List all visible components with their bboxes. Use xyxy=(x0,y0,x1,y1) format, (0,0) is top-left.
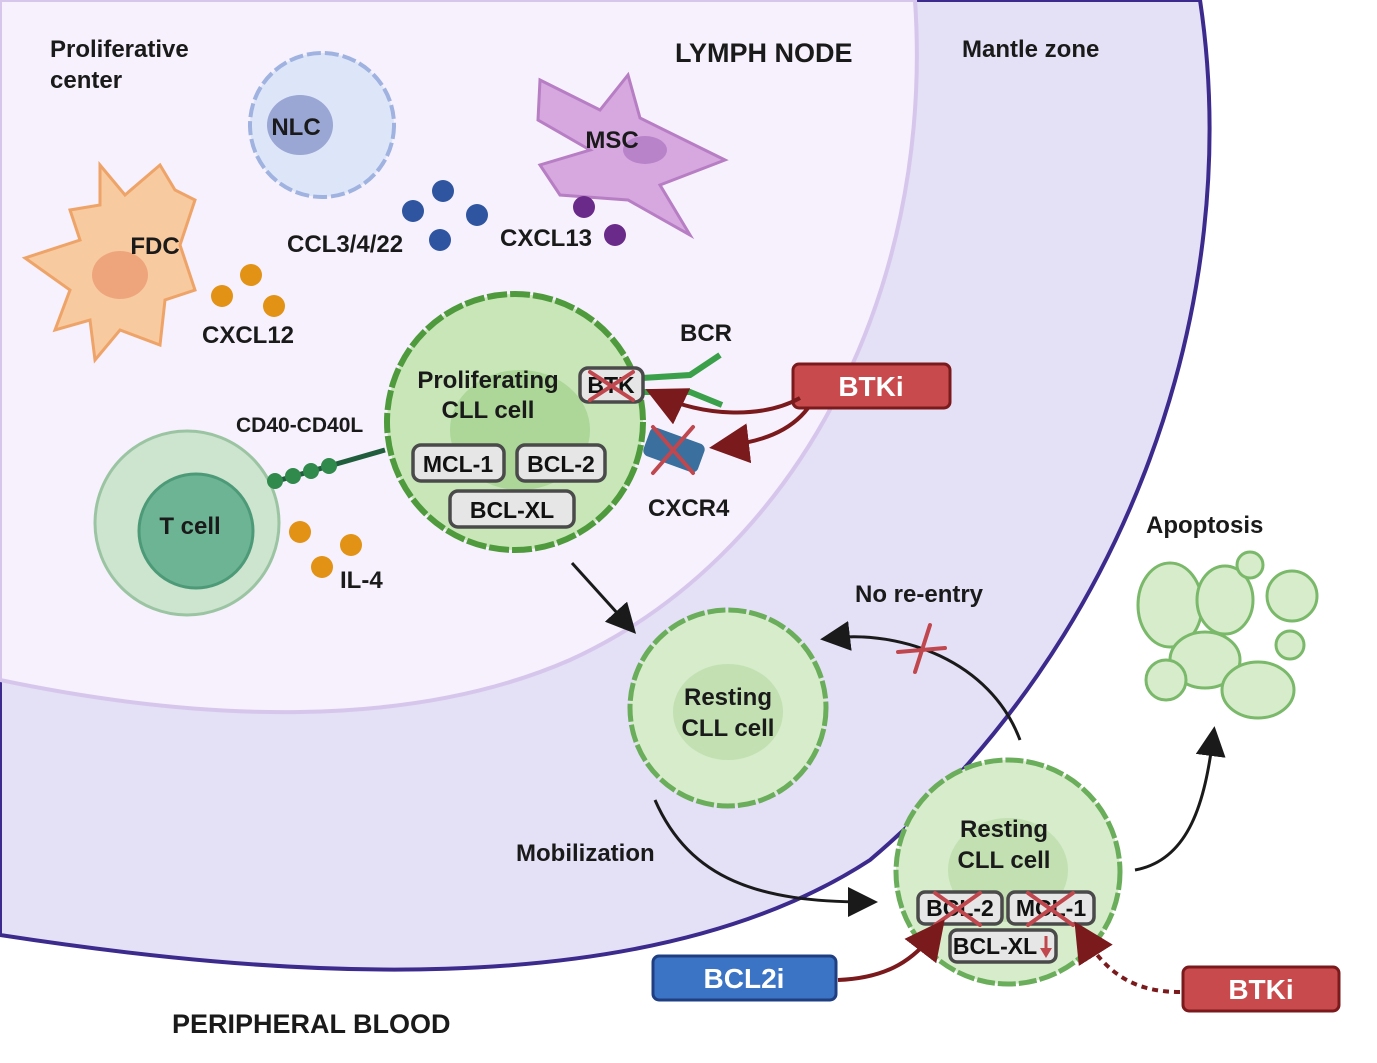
egress-arrow xyxy=(570,561,637,634)
proliferative-center-label: Proliferative xyxy=(50,36,189,63)
mcl1-pill: MCL-1 xyxy=(411,443,506,483)
svg-text:BCL-2: BCL-2 xyxy=(527,451,595,477)
svg-text:T cell: T cell xyxy=(159,513,220,540)
cxcl13-chemokines xyxy=(573,196,626,246)
msc-cell: MSC xyxy=(536,71,729,240)
cd40-label: CD40-CD40L xyxy=(236,414,363,437)
nlc-cell: NLC xyxy=(248,51,396,199)
cxcl12-chemokines xyxy=(211,264,285,317)
cxcr4-label: CXCR4 xyxy=(648,495,730,522)
svg-text:CLL cell: CLL cell xyxy=(682,715,775,742)
il4-cytokines xyxy=(289,521,362,578)
cxcr4-receptor xyxy=(643,425,705,475)
down-arrow-icon xyxy=(1040,948,1052,958)
no-reentry-arrow xyxy=(820,621,1022,741)
ccl-chemokines xyxy=(402,180,488,251)
svg-text:CLL cell: CLL cell xyxy=(442,397,535,424)
svg-text:BCL-XL: BCL-XL xyxy=(470,497,554,523)
btki-to-btk-arrow xyxy=(645,388,801,425)
mobilization-arrow xyxy=(653,799,878,917)
svg-text:CLL cell: CLL cell xyxy=(958,847,1051,874)
btki-inhibitor-top: BTKi xyxy=(791,362,952,410)
cd40-cd40l-interaction xyxy=(267,447,386,489)
fdc-cell: FDC xyxy=(21,160,197,364)
il4-label: IL-4 xyxy=(340,567,383,594)
ccl-label: CCL3/4/22 xyxy=(287,231,403,258)
svg-text:MCL-1: MCL-1 xyxy=(423,451,493,477)
mobilization-label: Mobilization xyxy=(516,840,655,867)
btki-indirect-arrow xyxy=(1074,921,1181,994)
bcl2-pill-inhibited: BCL-2 xyxy=(916,890,1004,927)
svg-text:Resting: Resting xyxy=(684,684,772,711)
bcr-label: BCR xyxy=(680,320,732,347)
bcl2i-arrow xyxy=(837,919,945,982)
mantle-zone-label: Mantle zone xyxy=(962,36,1099,63)
cxcl13-label: CXCL13 xyxy=(500,225,592,252)
apoptosis-label: Apoptosis xyxy=(1146,512,1263,539)
apoptosis-arrow xyxy=(1134,726,1226,872)
svg-text:BCL2i: BCL2i xyxy=(704,963,785,994)
proliferative-center-label-2: center xyxy=(50,67,122,94)
no-reentry-label: No re-entry xyxy=(855,581,984,608)
svg-text:Resting: Resting xyxy=(960,816,1048,843)
svg-text:Proliferating: Proliferating xyxy=(417,367,558,394)
bcl2i-inhibitor: BCL2i xyxy=(651,954,838,1002)
lymph-node-label: LYMPH NODE xyxy=(675,38,853,68)
btki-inhibitor-bottom: BTKi xyxy=(1181,965,1341,1013)
mcl1-pill-inhibited: MCL-1 xyxy=(1006,890,1096,927)
apoptotic-cell-fragments xyxy=(1136,550,1319,720)
btki-to-cxcr4-arrow xyxy=(709,406,810,464)
svg-text:BCL-XL: BCL-XL xyxy=(953,933,1037,959)
cxcl12-label: CXCL12 xyxy=(202,322,294,349)
blocked-cross-icon xyxy=(896,623,947,674)
svg-text:FDC: FDC xyxy=(130,233,179,260)
btk-pill: BTK xyxy=(578,366,645,404)
bclxl-pill-decreased: BCL-XL xyxy=(948,928,1058,964)
peripheral-blood-label: PERIPHERAL BLOOD xyxy=(172,1009,451,1039)
svg-text:NLC: NLC xyxy=(271,114,320,141)
bcl2-pill: BCL-2 xyxy=(515,443,607,483)
t-cell: T cell xyxy=(93,429,281,617)
svg-text:BTKi: BTKi xyxy=(1228,974,1293,1005)
svg-text:MSC: MSC xyxy=(585,127,638,154)
resting-cll-cell-lymph-node: Resting CLL cell xyxy=(627,607,829,809)
svg-text:BTKi: BTKi xyxy=(838,371,903,402)
bclxl-pill: BCL-XL xyxy=(448,489,576,529)
